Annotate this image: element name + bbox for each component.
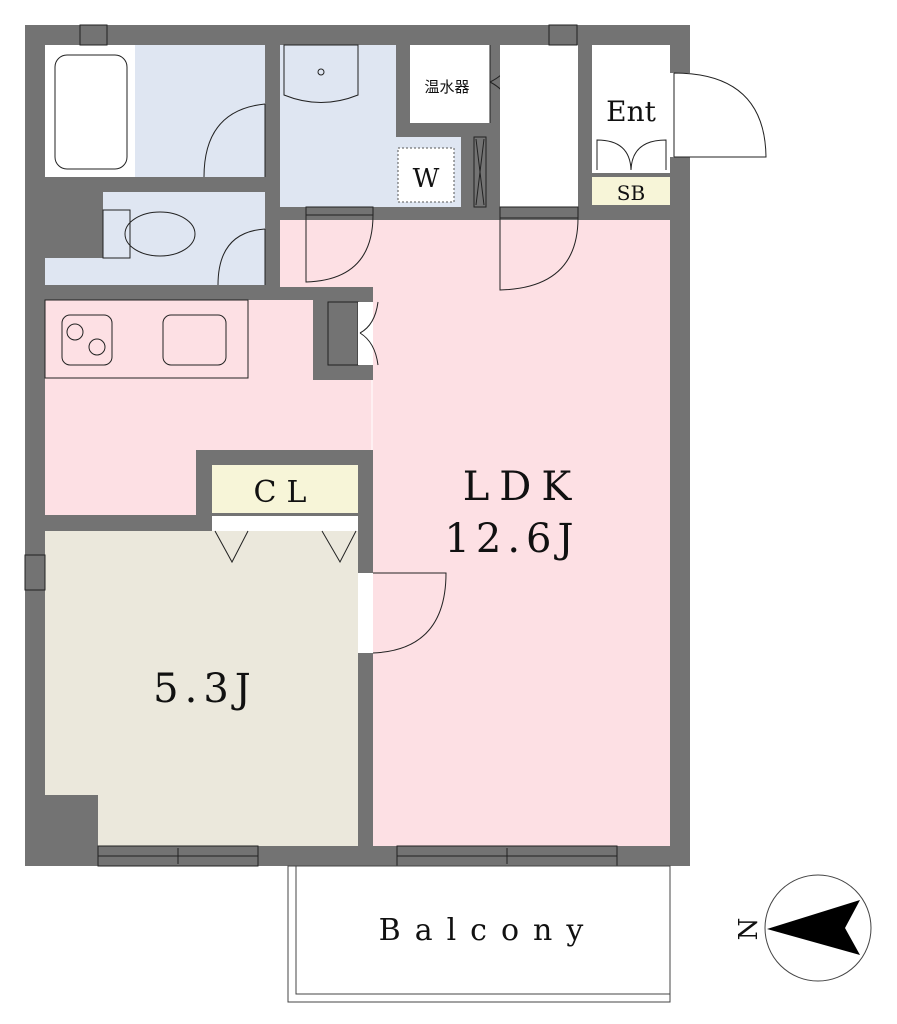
washroom	[280, 45, 396, 207]
balcony	[287, 865, 671, 1003]
entrance-label: Ent	[606, 95, 656, 128]
bedroom-door-frame	[358, 573, 373, 653]
front-door-opening	[670, 73, 690, 157]
front-door[interactable]	[673, 72, 767, 158]
bedroom	[45, 531, 358, 846]
drain-icon	[317, 68, 325, 76]
bedroom-size: 5.3J	[153, 666, 257, 712]
storage-door-frame	[358, 302, 373, 365]
window-mullions	[98, 848, 617, 864]
shoe-box-doors[interactable]	[596, 139, 667, 171]
closet-label: CL	[254, 475, 317, 510]
window	[79, 24, 108, 46]
shoe-box-label: SB	[617, 181, 645, 205]
water-heater-closet	[410, 45, 490, 123]
ldk-label: LDK	[463, 464, 582, 510]
north-arrow-icon	[767, 900, 860, 955]
window	[548, 24, 578, 46]
kitchen-area-lower	[45, 450, 196, 515]
toilet-door[interactable]	[217, 228, 266, 286]
water-heater-label: 温水器	[424, 78, 469, 96]
sink-icon	[162, 314, 227, 366]
bathroom-door[interactable]	[203, 103, 266, 178]
kitchen-area-mid	[313, 380, 373, 450]
burner-icon	[88, 338, 106, 356]
sliding-door	[473, 136, 487, 208]
ldk-size: 12.6J	[444, 516, 579, 562]
ldk-room-upper	[280, 220, 373, 287]
washer-space	[397, 147, 455, 203]
window	[24, 554, 46, 591]
washbasin-icon	[283, 44, 359, 103]
washer-label: W	[413, 164, 440, 194]
burner-icon	[66, 323, 84, 341]
closet-doors[interactable]	[214, 530, 357, 564]
ldk-door-washroom[interactable]	[305, 206, 374, 283]
bathroom	[135, 45, 265, 177]
bathtub-icon	[54, 54, 128, 170]
hallway	[500, 45, 578, 207]
ldk-door-hallway[interactable]	[499, 206, 579, 291]
bedroom-door[interactable]	[372, 572, 447, 654]
balcony-label: Balcony	[379, 913, 598, 948]
ldk-room	[373, 220, 670, 846]
closet-door-frame	[212, 516, 358, 531]
balcony-inner	[295, 865, 671, 995]
bathtub-area	[45, 45, 135, 177]
kitchen-counter	[44, 299, 249, 379]
shoe-box	[592, 177, 670, 205]
sliding-door-mark	[475, 138, 485, 206]
north-label: N	[734, 918, 764, 941]
closet	[212, 465, 358, 513]
stove-icon	[61, 314, 113, 366]
bedroom-pillar	[45, 795, 98, 846]
entrance	[592, 45, 670, 173]
toilet-tank-icon	[102, 209, 131, 259]
kitchen-area	[45, 300, 313, 450]
storage-door[interactable]	[359, 301, 379, 366]
toilet-room-lower	[45, 258, 265, 285]
toilet-bowl-icon	[124, 211, 196, 257]
